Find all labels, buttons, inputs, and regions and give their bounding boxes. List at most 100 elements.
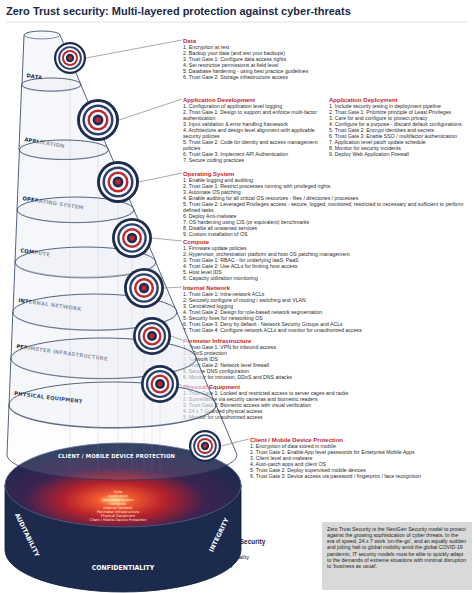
leader-group bbox=[86, 40, 249, 446]
band-rim bbox=[24, 35, 60, 39]
checklist-item: 3. Automate OS patching bbox=[183, 189, 470, 195]
wire-line bbox=[160, 403, 161, 470]
page-title: Zero Trust security: Multi-layered prote… bbox=[6, 5, 351, 17]
wire-line bbox=[132, 258, 133, 470]
section-heading: Client / Mobile Device Protection bbox=[250, 436, 470, 443]
checklist-item: 7. Secure coding practices bbox=[183, 157, 325, 163]
checklist-item: 5. Trust Gate 2: Deploy supervised mobil… bbox=[250, 467, 470, 473]
leader-line bbox=[152, 238, 182, 241]
checklist-item: 5. Secure DNS configuration bbox=[183, 368, 470, 374]
checklist-item: 2. Trust Gate 1: Restrict processes runn… bbox=[183, 183, 470, 189]
checklist-item: 3. Trust Gate 1: RBAC - for underlying I… bbox=[183, 257, 470, 263]
section-heading: Application Development bbox=[183, 96, 325, 103]
checklist-item: 3. Trust Gate 1: Configure data access r… bbox=[183, 56, 468, 62]
checklist-item: 2. DDoS protection bbox=[183, 350, 470, 356]
section-heading: Data bbox=[183, 37, 468, 44]
band-rim bbox=[9, 405, 216, 428]
checklist-item: 2. Surveillance via security cameras and… bbox=[183, 396, 470, 402]
checklist-item: 4. Trust Gate 2: Network level firewall bbox=[183, 362, 470, 368]
core-label: Operating System bbox=[102, 498, 134, 502]
checklist-item: 2. Hypervisor, orchestration platform an… bbox=[183, 251, 470, 257]
section-heading: Perimeter Infrastructure bbox=[183, 337, 470, 344]
checklist-item: 3. Trust Gate 2: Biometric access with v… bbox=[183, 402, 470, 408]
checklist-item: 1. Configuration of application level lo… bbox=[183, 103, 325, 109]
checklist-item: 6. Trust Gate 2: Storage infrastructure … bbox=[183, 74, 468, 80]
text-section: Internal Network1. Trust Gate 1: Intra-n… bbox=[183, 284, 470, 333]
target-symbol bbox=[124, 268, 164, 308]
info-text: Zero Trust Security is the NextGen Secur… bbox=[327, 526, 467, 569]
checklist-item: 5. Trust Gate 2: Code for identity and a… bbox=[183, 139, 325, 151]
checklist-item: 1. Trust Gate 1: VPN for inbound access bbox=[183, 344, 470, 350]
core-label: Client / Mobile Device Protection bbox=[90, 518, 147, 522]
checklist-item: 3. Client level anti-malware bbox=[250, 455, 470, 461]
section-heading: Physical Equipment bbox=[183, 383, 470, 390]
core-label: Data bbox=[114, 490, 122, 494]
core-label: Internal Network bbox=[103, 506, 132, 510]
target-symbol bbox=[112, 218, 152, 258]
checklist-item: 4. Configure for a purpose - discard def… bbox=[329, 121, 471, 127]
leader-line bbox=[139, 173, 182, 182]
checklist-item: 6. Trust Gate 3: Device access via passw… bbox=[250, 473, 470, 479]
checklist-item: 1. Trust Gate 1: Intra-network ACLs bbox=[183, 291, 470, 297]
checklist-item: 4. Trust Gate 2: Use ACLs for limiting h… bbox=[183, 263, 470, 269]
target-symbol bbox=[141, 365, 179, 403]
text-section: Physical Equipment1. Trust Gate 1: Locke… bbox=[183, 383, 470, 420]
checklist-item: 6. Monitor for intrusion, DDoS and DNS a… bbox=[183, 374, 470, 380]
wire-line bbox=[98, 141, 99, 470]
checklist-item: 3. Input validation & error handling fra… bbox=[183, 121, 325, 127]
checklist-item: 3. Centralized logging bbox=[183, 303, 470, 309]
target-symbol bbox=[189, 430, 221, 462]
band-rim bbox=[19, 150, 108, 160]
checklist-item: 5. Security fixes for networking OS bbox=[183, 315, 470, 321]
band-rim bbox=[15, 262, 156, 277]
checklist-item: 1. Encryption at rest bbox=[183, 44, 468, 50]
text-section: Application Deployment1. Include securit… bbox=[329, 96, 471, 157]
checklist-item: 2. Trust Gate 1: Design to support and e… bbox=[183, 109, 325, 121]
band-rim bbox=[22, 85, 81, 91]
checklist-item: 5. Host level IDS bbox=[183, 269, 470, 275]
band-rim bbox=[17, 210, 134, 223]
checklist-item: 1. Encryption of data stored in mobile bbox=[250, 443, 470, 449]
checklist-item: 7. Application level patch update schedu… bbox=[329, 139, 471, 145]
text-section: Data1. Encryption at rest2. Backup your … bbox=[183, 37, 468, 80]
checklist-item: 6. Trust Gate 3: Enable SSO / multifacto… bbox=[329, 133, 471, 139]
checklist-item: 8. Disable all unwanted services bbox=[183, 225, 470, 231]
core-label: Compute bbox=[110, 502, 126, 506]
checklist-item: 9. Deploy Web Application Firewall bbox=[329, 151, 471, 157]
checklist-item: 8. Monitor for security incidents bbox=[329, 145, 471, 151]
wire-line bbox=[152, 355, 153, 470]
checklist-item: 4. Architecture and design level alignme… bbox=[183, 127, 325, 139]
wire-line bbox=[144, 308, 145, 470]
target-symbol bbox=[77, 99, 119, 141]
band-rim bbox=[11, 358, 196, 378]
leader-line bbox=[179, 384, 182, 386]
layer-band: CLIENT / MOBILE DEVICE PROTECTION bbox=[6, 381, 238, 481]
checklist-item: 6. Trust Gate 3: Deny by default - Netwo… bbox=[183, 321, 470, 327]
checklist-item: 6. Deploy Anti-malware bbox=[183, 213, 470, 219]
wire-group bbox=[70, 74, 160, 470]
band-rim bbox=[13, 312, 177, 330]
checklist-item: 4. Auto-patch apps and client OS bbox=[250, 461, 470, 467]
pillar-label: CONFIDENTIALITY bbox=[92, 564, 154, 571]
checklist-item: 5. Monitor for unauthorized access bbox=[183, 414, 470, 420]
base-top bbox=[5, 443, 241, 527]
section-heading: Internal Network bbox=[183, 284, 470, 291]
checklist-item: 4. 24 x 7 Guarded physical access bbox=[183, 408, 470, 414]
checklist-item: 1. Include security testing in deploymen… bbox=[329, 103, 471, 109]
section-heading: Compute bbox=[183, 238, 470, 245]
leader-line bbox=[164, 287, 182, 288]
checklist-item: 2. Backup your data (and test your backu… bbox=[183, 50, 468, 56]
core-label: Physical Equipment bbox=[101, 514, 135, 518]
wire-line bbox=[70, 74, 71, 470]
checklist-item: 7. OS hardening using CIS (or equivalent… bbox=[183, 219, 470, 225]
text-section: Perimeter Infrastructure1. Trust Gate 1:… bbox=[183, 337, 470, 380]
checklist-item: 5. Database hardening - using best pract… bbox=[183, 68, 468, 74]
checklist-item: 3. Network IDS bbox=[183, 356, 470, 362]
checklist-item: 7. Trust Gate 4: Configure network ACLs … bbox=[183, 327, 470, 333]
text-section: Application Development1. Configuration … bbox=[183, 96, 325, 163]
header-rule bbox=[6, 22, 468, 23]
target-symbol bbox=[97, 161, 139, 203]
target-symbol bbox=[54, 42, 86, 74]
